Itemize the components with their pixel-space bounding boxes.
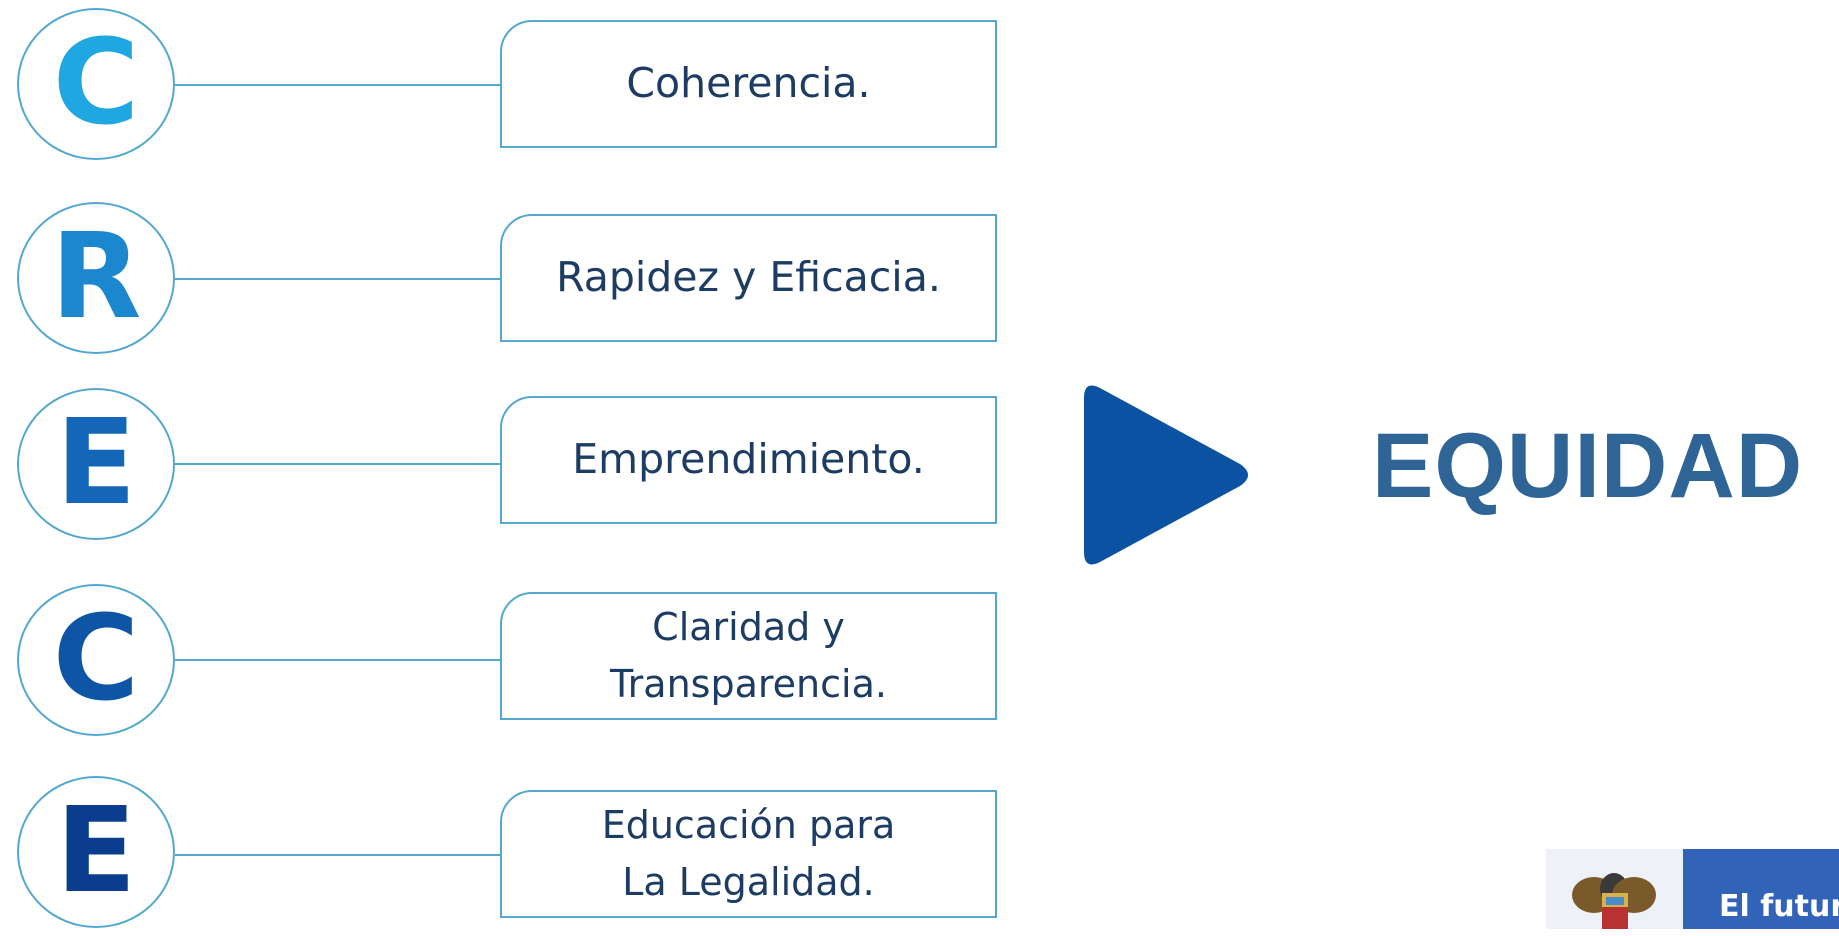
connector-line-3	[175, 463, 501, 465]
acrostic-row-1: C Coherencia.	[0, 8, 1000, 168]
label-text-5: Educación para La Legalidad.	[601, 803, 896, 904]
letter-3: E	[55, 393, 137, 531]
play-arrow-icon	[1084, 385, 1248, 565]
acrostic-row-3: E Emprendimiento.	[0, 388, 1000, 548]
letter-2: R	[50, 207, 142, 345]
label-box-2: Rapidez y Eficacia.	[500, 214, 997, 342]
letter-circle-5: E	[17, 776, 175, 928]
connector-line-1	[175, 84, 501, 86]
letter-4: C	[52, 589, 140, 727]
label-box-1: Coherencia.	[500, 20, 997, 148]
label-box-4: Claridad y Transparencia.	[500, 592, 997, 720]
label-text-4: Claridad y Transparencia.	[610, 605, 887, 706]
letter-1: C	[52, 13, 140, 151]
letter-circle-4: C	[17, 584, 175, 736]
label-text-3: Emprendimiento.	[572, 435, 925, 484]
label-text-1: Coherencia.	[626, 59, 871, 108]
label-text-2: Rapidez y Eficacia.	[556, 253, 941, 302]
arrow-shape	[1084, 385, 1248, 565]
label-box-5: Educación para La Legalidad.	[500, 790, 997, 918]
acrostic-row-4: C Claridad y Transparencia.	[0, 584, 1000, 744]
result-text: EQUIDAD	[1372, 415, 1804, 517]
seal-box	[1546, 849, 1683, 929]
acrostic-row-2: R Rapidez y Eficacia.	[0, 202, 1000, 362]
connector-line-2	[175, 278, 501, 280]
brand-banner: El futur	[1683, 849, 1839, 929]
letter-5: E	[55, 781, 137, 919]
connector-line-4	[175, 659, 501, 661]
letter-circle-3: E	[17, 388, 175, 540]
acrostic-row-5: E Educación para La Legalidad.	[0, 776, 1000, 936]
brand-text: El futur	[1719, 889, 1839, 924]
letter-circle-1: C	[17, 8, 175, 160]
letter-circle-2: R	[17, 202, 175, 354]
coat-of-arms-icon	[1572, 873, 1656, 929]
footer-logo: El futur	[1546, 849, 1839, 929]
connector-line-5	[175, 854, 501, 856]
label-box-3: Emprendimiento.	[500, 396, 997, 524]
